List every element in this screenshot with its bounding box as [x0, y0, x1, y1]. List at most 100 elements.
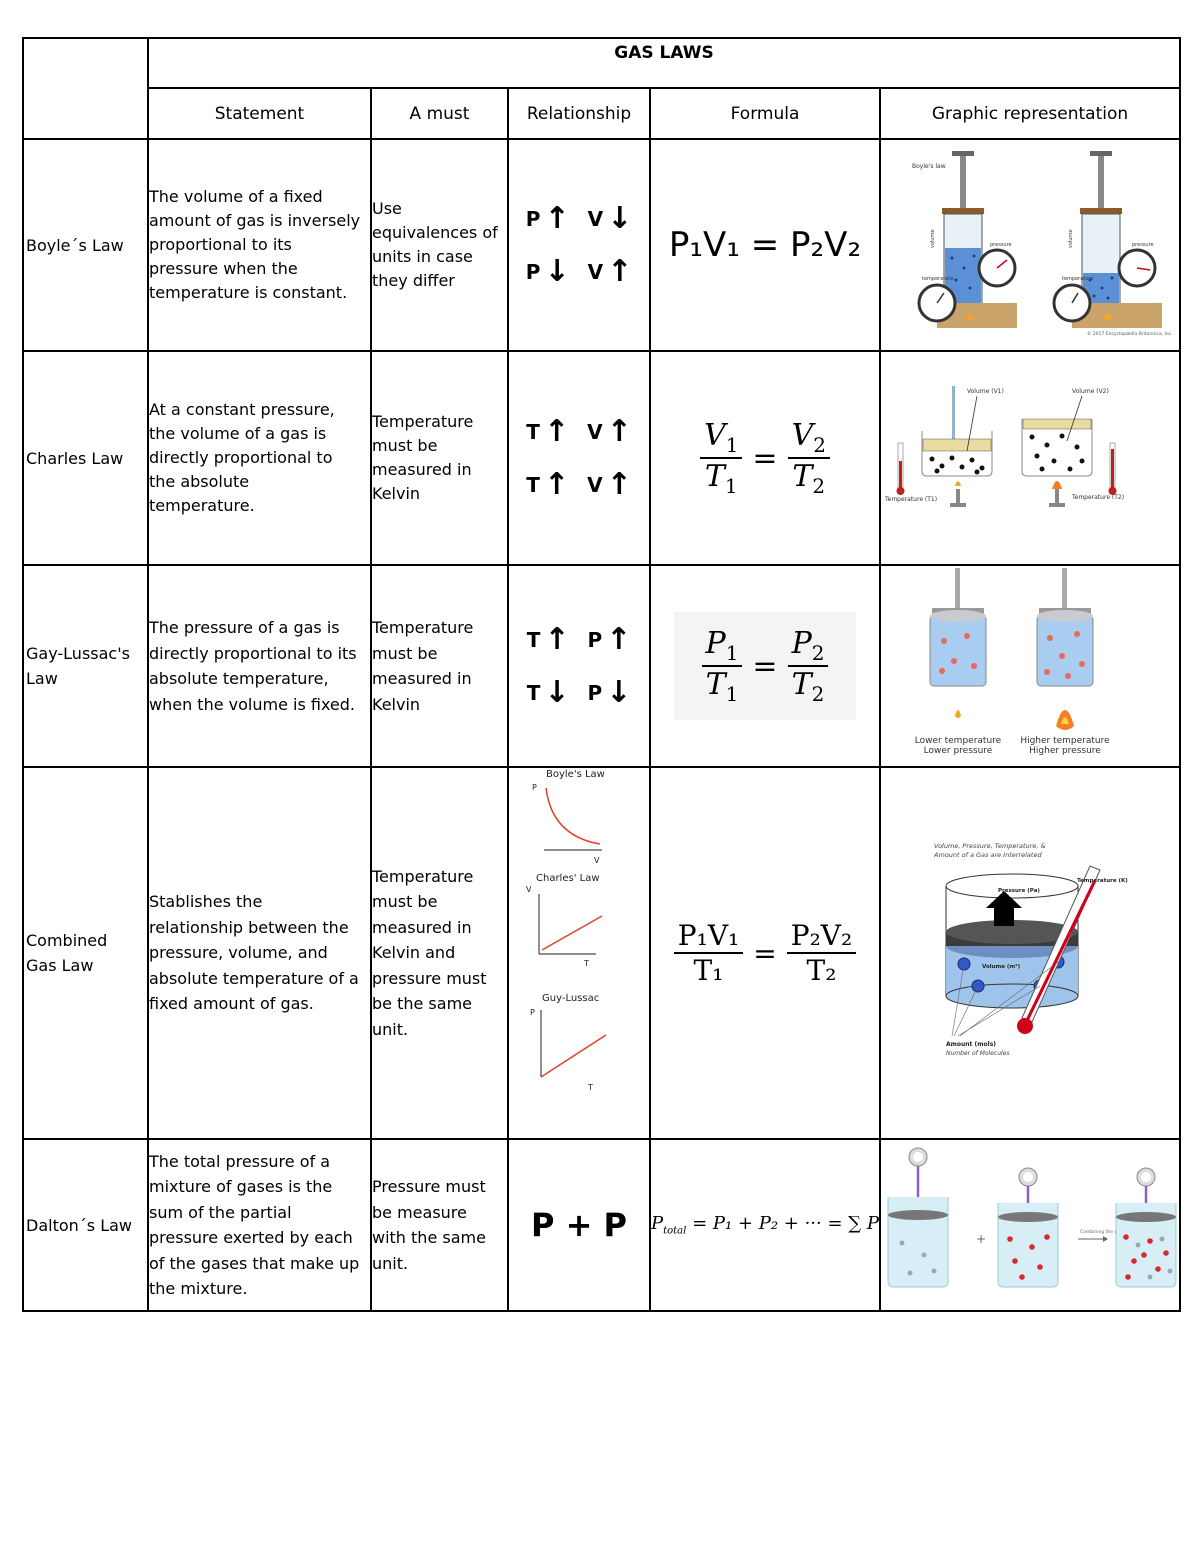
- must-line: they differ: [372, 271, 455, 290]
- graphic-cell: Boyle's law pressure temperature: [878, 138, 1182, 352]
- mini-graph-ylabel: V: [526, 885, 532, 894]
- gas-laws-table: GAS LAWS Statement A must Relationship F…: [22, 37, 1182, 1312]
- formula-lhs: P: [651, 1213, 664, 1235]
- must-line: must be: [372, 643, 438, 663]
- table-title: GAS LAWS: [146, 37, 1182, 89]
- formula-denominator: T₂: [806, 954, 837, 987]
- arrow-up-icon: ↑: [606, 414, 632, 449]
- must-line: must be: [372, 436, 438, 455]
- table-row: Charles Law At a constant pressure, the …: [22, 350, 1182, 566]
- graphic-label: Amount (mols): [946, 1041, 996, 1048]
- law-name: Dalton´s Law: [22, 1138, 149, 1312]
- must-cell: Pressure must be measure with the same u…: [370, 1138, 509, 1312]
- table-row: Combined Gas Law Stablishes the relation…: [22, 766, 1182, 1140]
- graphic-label: Temperature (K): [1077, 878, 1128, 884]
- graphic-label: © 2017 Encyclopædia Britannica, Inc.: [1087, 330, 1173, 337]
- law-name-line: Gay-Lussac's: [26, 644, 130, 663]
- graphic-label: Combining the gases: [1080, 1229, 1128, 1235]
- boyle-curve: [545, 787, 601, 845]
- graphic-label: temperature: [1062, 276, 1093, 282]
- must-line: Temperature: [372, 618, 474, 637]
- variable-label: V: [587, 419, 603, 444]
- statement-line: the volume of a gas is: [149, 424, 327, 443]
- formula-cell: V1 T1 = V2 T2: [649, 350, 881, 566]
- statement-cell: At a constant pressure, the volume of a …: [147, 350, 372, 566]
- law-name-line: Law: [26, 669, 58, 688]
- table-row: Boyle´s Law The volume of a fixed amount…: [22, 138, 1182, 352]
- relationship-row: T↑P↑: [510, 622, 648, 657]
- statement-line: the absolute: [149, 472, 250, 491]
- arrow-up-icon: ↑: [543, 414, 570, 449]
- must-line: units in case: [372, 247, 473, 266]
- mini-graph-xlabel: V: [594, 856, 600, 865]
- statement-line: directly proportional to its: [149, 643, 357, 663]
- formula-subscript: 1: [724, 474, 738, 498]
- statement-cell: The pressure of a gas is directly propor…: [147, 564, 372, 768]
- arrow-up-icon: ↑: [607, 254, 633, 289]
- must-cell: Temperature must be measured in Kelvin: [370, 564, 509, 768]
- relationship-row: P↓V↑: [510, 254, 648, 289]
- must-line: with the same: [372, 1228, 486, 1247]
- law-name: Combined Gas Law: [22, 766, 149, 1140]
- graphic-cell: Volume, Pressure, Temperature, & Amount …: [878, 766, 1182, 1140]
- formula-rhs: = P₁ + P₂ + ··· = ∑ P: [692, 1213, 879, 1235]
- graphic-label: Volume (m³): [982, 963, 1021, 970]
- statement-line: directly proportional to: [149, 448, 333, 467]
- formula-subscript: 1: [725, 433, 739, 457]
- mini-graph-title: Boyle's Law: [546, 769, 605, 780]
- relationship-cell: T↑P↑T↓P↓: [507, 564, 651, 768]
- charles-line: [541, 915, 603, 951]
- combined-gas-illustration: Volume, Pressure, Temperature, & Amount …: [933, 842, 1128, 1057]
- formula-denominator: T₁: [693, 954, 724, 987]
- graphic-label: Volume, Pressure, Temperature, &: [934, 842, 1046, 850]
- must-cell: Use equivalences of units in case they d…: [370, 138, 509, 352]
- header-graphic: Graphic representation: [878, 87, 1182, 140]
- law-name: Gay-Lussac's Law: [22, 564, 149, 768]
- graphic-label: volume: [930, 229, 936, 248]
- graphic-cell: Volume (V1) Volume (V2) Temperatur: [878, 350, 1182, 566]
- variable-label: P: [525, 206, 541, 231]
- variable-label: V: [587, 259, 604, 284]
- must-line: unit.: [372, 1019, 409, 1039]
- graphic-label: Number of Molecules: [946, 1050, 1010, 1057]
- statement-line: pressure exerted by each: [149, 1228, 353, 1247]
- mini-graph-title: Guy-Lussac: [542, 993, 599, 1004]
- statement-line: of the gases that make up: [149, 1253, 360, 1273]
- variable-label: P: [587, 680, 603, 705]
- relationship-cell: P ↑V↓ P↓V↑: [507, 138, 651, 352]
- must-line: pressure must: [372, 968, 487, 988]
- equals-sign: =: [753, 936, 777, 970]
- relationship-row: T↑V↑: [510, 414, 648, 449]
- variable-label: T: [526, 419, 540, 444]
- graphic-label: Lower temperature: [915, 736, 1002, 746]
- formula-cell: Ptotal = P₁ + P₂ + ··· = ∑ Pi: [649, 1138, 881, 1312]
- arrow-up-icon: ↑: [544, 622, 570, 657]
- statement-cell: Stablishes the relationship between the …: [147, 766, 372, 1140]
- arrow-down-icon: ↓: [607, 201, 633, 236]
- graphic-label: Pressure (Pa): [998, 888, 1040, 894]
- equals-sign: =: [752, 648, 778, 684]
- variable-label: T: [526, 627, 541, 652]
- formula-fraction: P1 T1 = P2 T2: [701, 626, 829, 706]
- graphic-label: temperature: [922, 276, 953, 282]
- must-cell: Temperature must be measured in Kelvin: [370, 350, 509, 566]
- formula-text: P₁V₁ = P₂V₂: [668, 225, 862, 265]
- gay-lussac-line: [540, 1034, 607, 1078]
- statement-line: relationship between the: [149, 917, 349, 937]
- gay-lussac-container-illustration: Lower temperature Lower pressure Higher …: [915, 568, 1110, 756]
- formula-symbol: V: [704, 418, 726, 453]
- graphic-label: Temperature (T2): [1071, 494, 1124, 501]
- formula-subscript: 1: [725, 641, 739, 665]
- statement-line: absolute temperature,: [149, 669, 329, 688]
- formula-symbol: T: [791, 667, 812, 702]
- variable-label: P: [525, 259, 541, 284]
- statement-line: The total pressure of a: [149, 1151, 331, 1171]
- arrow-down-icon: ↓: [544, 675, 570, 710]
- must-line: Temperature: [372, 412, 474, 431]
- law-name-line: Gas Law: [26, 956, 94, 975]
- equals-sign: =: [752, 440, 778, 476]
- mini-graph-xlabel: T: [583, 959, 589, 968]
- relationship-text: P + P: [531, 1206, 627, 1244]
- must-line: Use: [372, 199, 402, 218]
- variable-label: V: [587, 206, 604, 231]
